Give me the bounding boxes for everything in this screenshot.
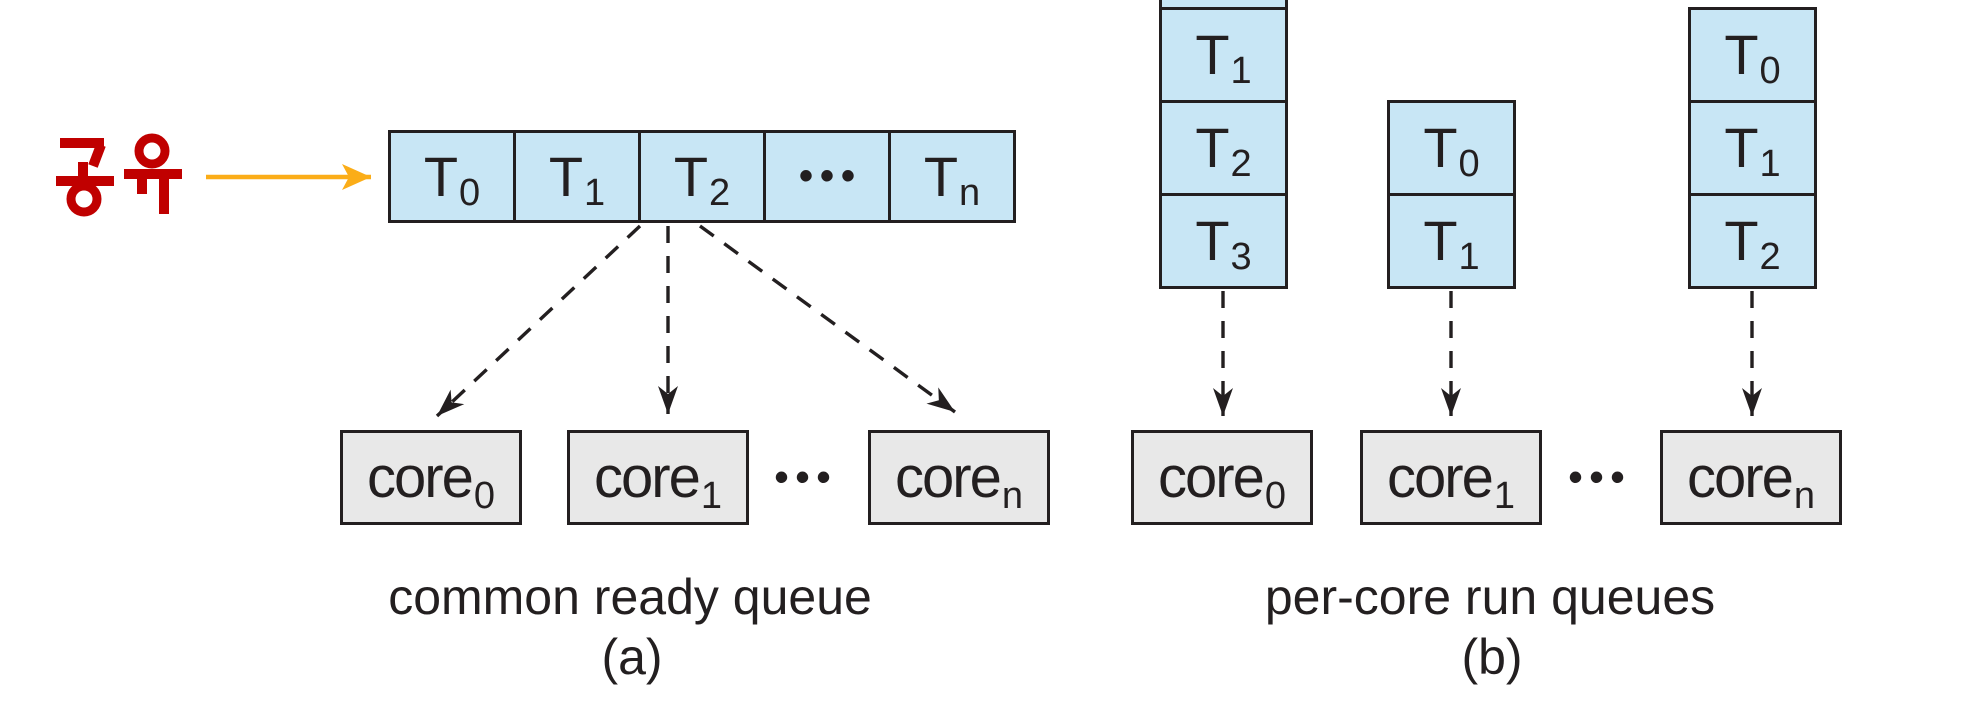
core-label: core [594, 444, 701, 510]
core-subscript: n [1793, 474, 1815, 517]
hangul-stroke [88, 143, 106, 168]
core-label: core [1387, 444, 1494, 510]
thread-label: T [1195, 116, 1230, 179]
cores-ellipsis-a: ••• [774, 455, 838, 500]
tag-a: (a) [601, 629, 663, 685]
core-label: core [895, 444, 1002, 510]
cores-ellipsis-b: ••• [1568, 455, 1632, 500]
thread-label: T [673, 144, 709, 208]
thread-subscript: 1 [1230, 50, 1252, 92]
ellipsis-icon: ••• [798, 154, 862, 198]
thread-subscript: n [959, 171, 981, 214]
shared-label-glyphs [56, 133, 182, 217]
thread-subscript: 2 [1759, 236, 1781, 278]
dispatch-arrow-core0 [435, 224, 642, 418]
core-subscript: 0 [1264, 474, 1286, 517]
hangul-stroke [66, 181, 102, 217]
thread-subscript: 0 [1759, 50, 1781, 92]
thread-subscript: 2 [1230, 143, 1252, 185]
core-label: core [1158, 444, 1265, 510]
core-subscript: 1 [1493, 474, 1515, 517]
thread-subscript: 1 [1759, 143, 1781, 185]
thread-label: T [1724, 23, 1759, 86]
thread-subscript: 1 [1458, 236, 1480, 278]
thread-subscript: 3 [1230, 236, 1252, 278]
core-label: core [367, 444, 474, 510]
thread-subscript: 2 [709, 171, 731, 214]
core-subscript: 0 [473, 474, 495, 517]
thread-label: T [548, 144, 584, 208]
caption-b: per-core run queues [1264, 569, 1716, 625]
thread-label: T [423, 144, 459, 208]
core-subscript: n [1001, 474, 1023, 517]
thread-label: T [1724, 116, 1759, 179]
core-subscript: 1 [700, 474, 722, 517]
thread-label: T [1724, 209, 1759, 272]
thread-subscript: 1 [584, 171, 606, 214]
queue-cell-ellipsis: ••• [763, 130, 891, 223]
core-label: core [1687, 444, 1794, 510]
hangul-stroke [134, 133, 170, 169]
thread-label: T [1195, 209, 1230, 272]
thread-label: T [1423, 116, 1458, 179]
caption-a: common ready queue [388, 569, 872, 625]
tag-b: (b) [1461, 629, 1523, 685]
dispatch-arrow-coren [698, 224, 957, 414]
thread-subscript: 0 [459, 171, 481, 214]
thread-subscript: 0 [1458, 143, 1480, 185]
thread-label: T [923, 144, 959, 208]
thread-label: T [1423, 209, 1458, 272]
thread-label: T [1195, 23, 1230, 86]
